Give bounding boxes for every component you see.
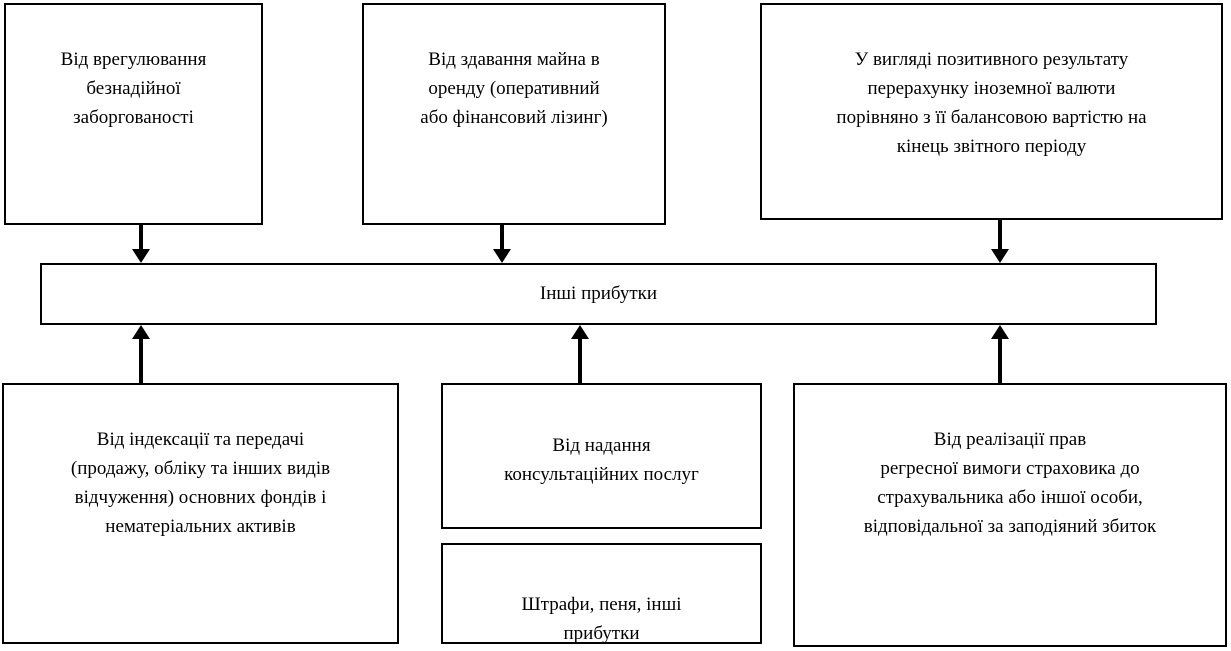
box-other-profits: Інші прибутки — [40, 263, 1157, 325]
arrow-down-icon — [492, 225, 512, 263]
box-consulting-services: Від надання консультаційних послуг — [441, 383, 762, 529]
arrow-stem — [139, 338, 143, 383]
arrow-up-icon — [570, 325, 590, 383]
arrow-head-icon — [991, 325, 1009, 339]
arrow-down-icon — [131, 225, 151, 263]
arrow-head-icon — [132, 325, 150, 339]
box-property-leasing-label: Від здавання майна в оренду (оперативний… — [420, 49, 608, 128]
box-consulting-services-label: Від надання консультаційних послуг — [504, 435, 699, 485]
arrow-head-icon — [991, 249, 1009, 263]
box-property-leasing: Від здавання майна в оренду (оперативний… — [362, 3, 666, 225]
box-currency-revaluation-label: У вигляді позитивного результату перерах… — [836, 49, 1147, 157]
arrow-up-icon — [990, 325, 1010, 383]
box-fines-penalties: Штрафи, пеня, інші прибутки — [441, 543, 762, 644]
arrow-head-icon — [493, 249, 511, 263]
box-recourse-rights: Від реалізації прав регресної вимоги стр… — [793, 383, 1227, 647]
arrow-down-icon — [990, 220, 1010, 263]
arrow-stem — [578, 338, 582, 383]
arrow-stem — [500, 225, 504, 250]
box-bad-debt-settlement-label: Від врегулювання безнадійної заборговано… — [60, 49, 207, 128]
box-currency-revaluation: У вигляді позитивного результату перерах… — [760, 3, 1223, 220]
box-bad-debt-settlement: Від врегулювання безнадійної заборговано… — [4, 3, 263, 225]
box-indexation-transfer: Від індексації та передачі (продажу, обл… — [2, 383, 399, 644]
box-indexation-transfer-label: Від індексації та передачі (продажу, обл… — [70, 429, 331, 537]
arrow-head-icon — [132, 249, 150, 263]
arrow-stem — [139, 225, 143, 250]
box-recourse-rights-label: Від реалізації прав регресної вимоги стр… — [863, 429, 1157, 537]
arrow-stem — [998, 220, 1002, 250]
arrow-stem — [998, 338, 1002, 383]
box-other-profits-label: Інші прибутки — [539, 283, 658, 304]
box-fines-penalties-label: Штрафи, пеня, інші прибутки — [521, 594, 682, 644]
arrow-head-icon — [571, 325, 589, 339]
arrow-up-icon — [131, 325, 151, 383]
